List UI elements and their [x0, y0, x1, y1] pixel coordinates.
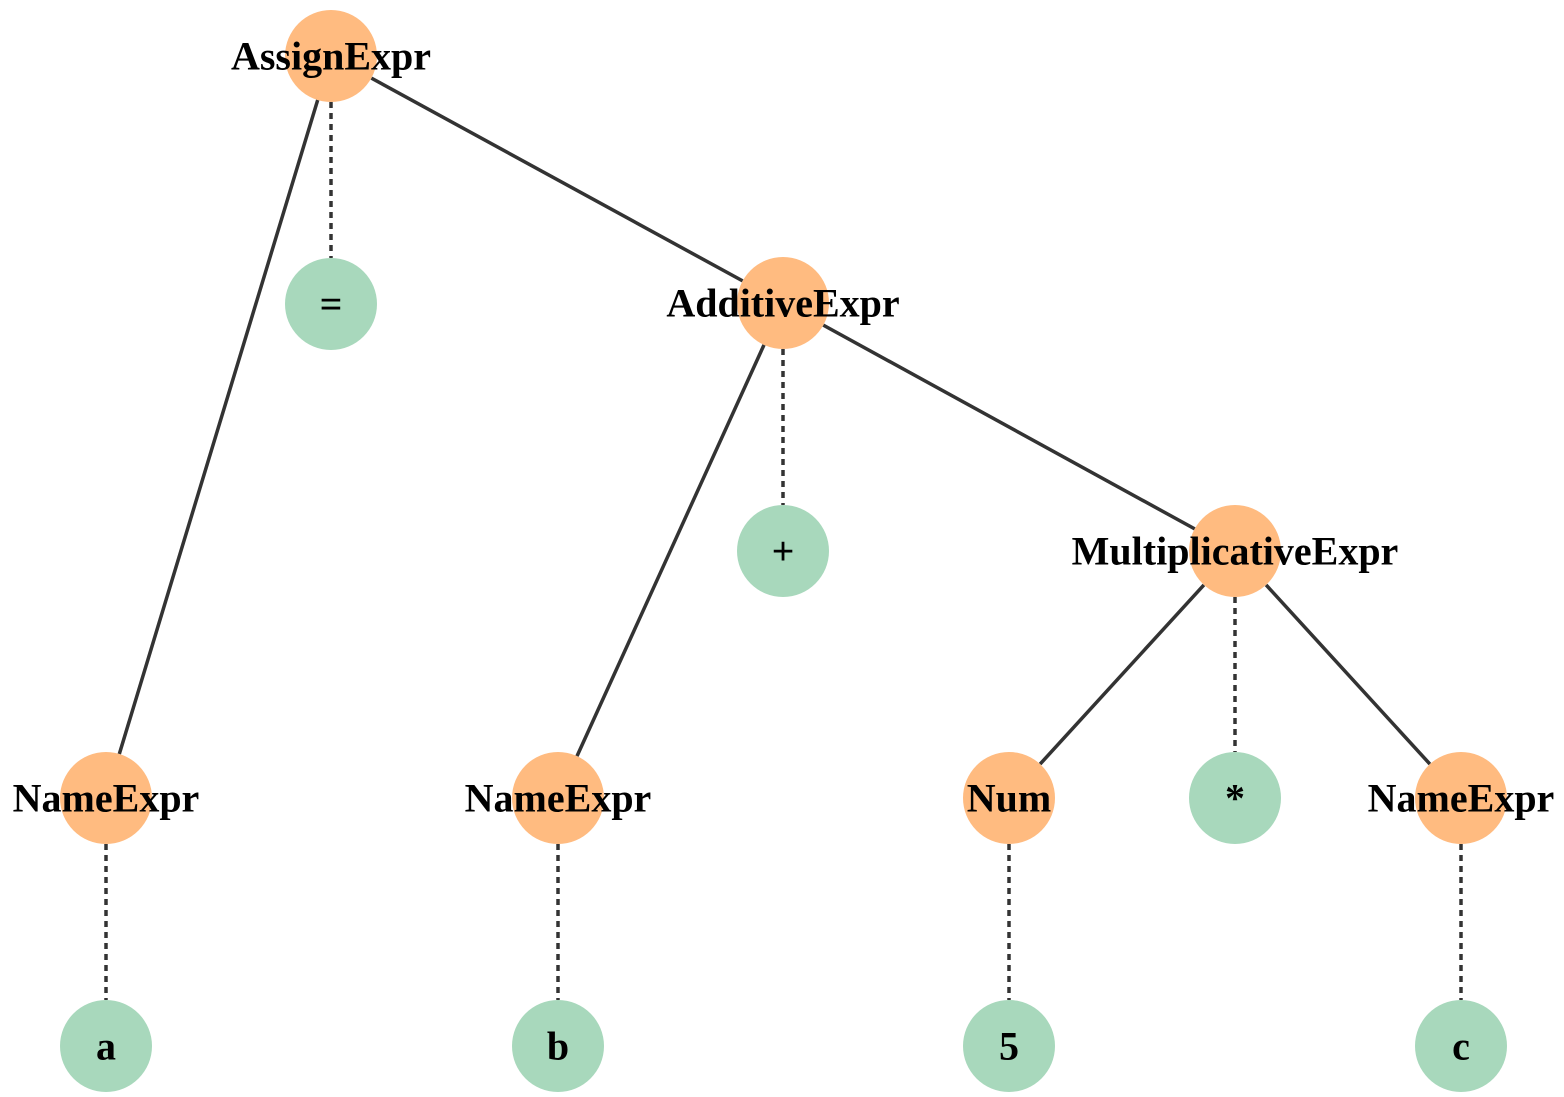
node-a: a — [60, 1000, 152, 1092]
node-assign: AssignExpr — [231, 10, 431, 102]
node-label-five: 5 — [999, 1024, 1019, 1069]
node-label-plus: + — [772, 529, 795, 574]
node-plus: + — [737, 505, 829, 597]
node-label-assign: AssignExpr — [231, 34, 431, 79]
node-name_b: NameExpr — [465, 752, 652, 844]
node-name_c: NameExpr — [1368, 752, 1555, 844]
node-label-name_c: NameExpr — [1368, 776, 1555, 821]
node-circle-star — [1189, 752, 1281, 844]
node-label-mult: MultiplicativeExpr — [1072, 529, 1399, 574]
node-label-star: * — [1225, 776, 1245, 821]
node-circle-c — [1415, 1000, 1507, 1092]
nodes-layer: AssignExpr = AdditiveExpr + MultiplicativeEx… — [13, 10, 1555, 1092]
edge-additive-to-name_b — [575, 344, 766, 757]
node-label-name_b: NameExpr — [465, 776, 652, 821]
edge-mult-to-name_c — [1264, 583, 1432, 766]
node-circle-mult — [1189, 505, 1281, 597]
node-circle-a — [60, 1000, 152, 1092]
node-label-num: Num — [967, 776, 1051, 821]
node-mult: MultiplicativeExpr — [1072, 505, 1399, 597]
node-circle-assign — [285, 10, 377, 102]
node-c: c — [1415, 1000, 1507, 1092]
edge-assign-to-additive — [370, 76, 744, 283]
node-num: Num — [963, 752, 1055, 844]
node-circle-name_c — [1415, 752, 1507, 844]
node-five: 5 — [963, 1000, 1055, 1092]
node-label-name_a: NameExpr — [13, 776, 200, 821]
node-label-b: b — [547, 1024, 569, 1069]
node-circle-eq — [285, 258, 377, 350]
node-name_a: NameExpr — [13, 752, 200, 844]
node-additive: AdditiveExpr — [666, 257, 900, 349]
node-circle-b — [512, 1000, 604, 1092]
node-label-a: a — [96, 1024, 116, 1069]
node-circle-name_a — [60, 752, 152, 844]
node-b: b — [512, 1000, 604, 1092]
node-circle-name_b — [512, 752, 604, 844]
node-star: * — [1189, 752, 1281, 844]
node-circle-plus — [737, 505, 829, 597]
node-circle-num — [963, 752, 1055, 844]
node-circle-additive — [737, 257, 829, 349]
node-label-additive: AdditiveExpr — [666, 281, 899, 326]
node-label-eq: = — [320, 282, 343, 327]
edge-additive-to-mult — [822, 323, 1196, 531]
edge-mult-to-num — [1038, 583, 1206, 766]
edge-assign-to-name_a — [117, 99, 320, 755]
node-circle-five — [963, 1000, 1055, 1092]
node-label-c: c — [1452, 1024, 1470, 1069]
node-eq: = — [285, 258, 377, 350]
edges-layer — [104, 76, 1463, 1000]
